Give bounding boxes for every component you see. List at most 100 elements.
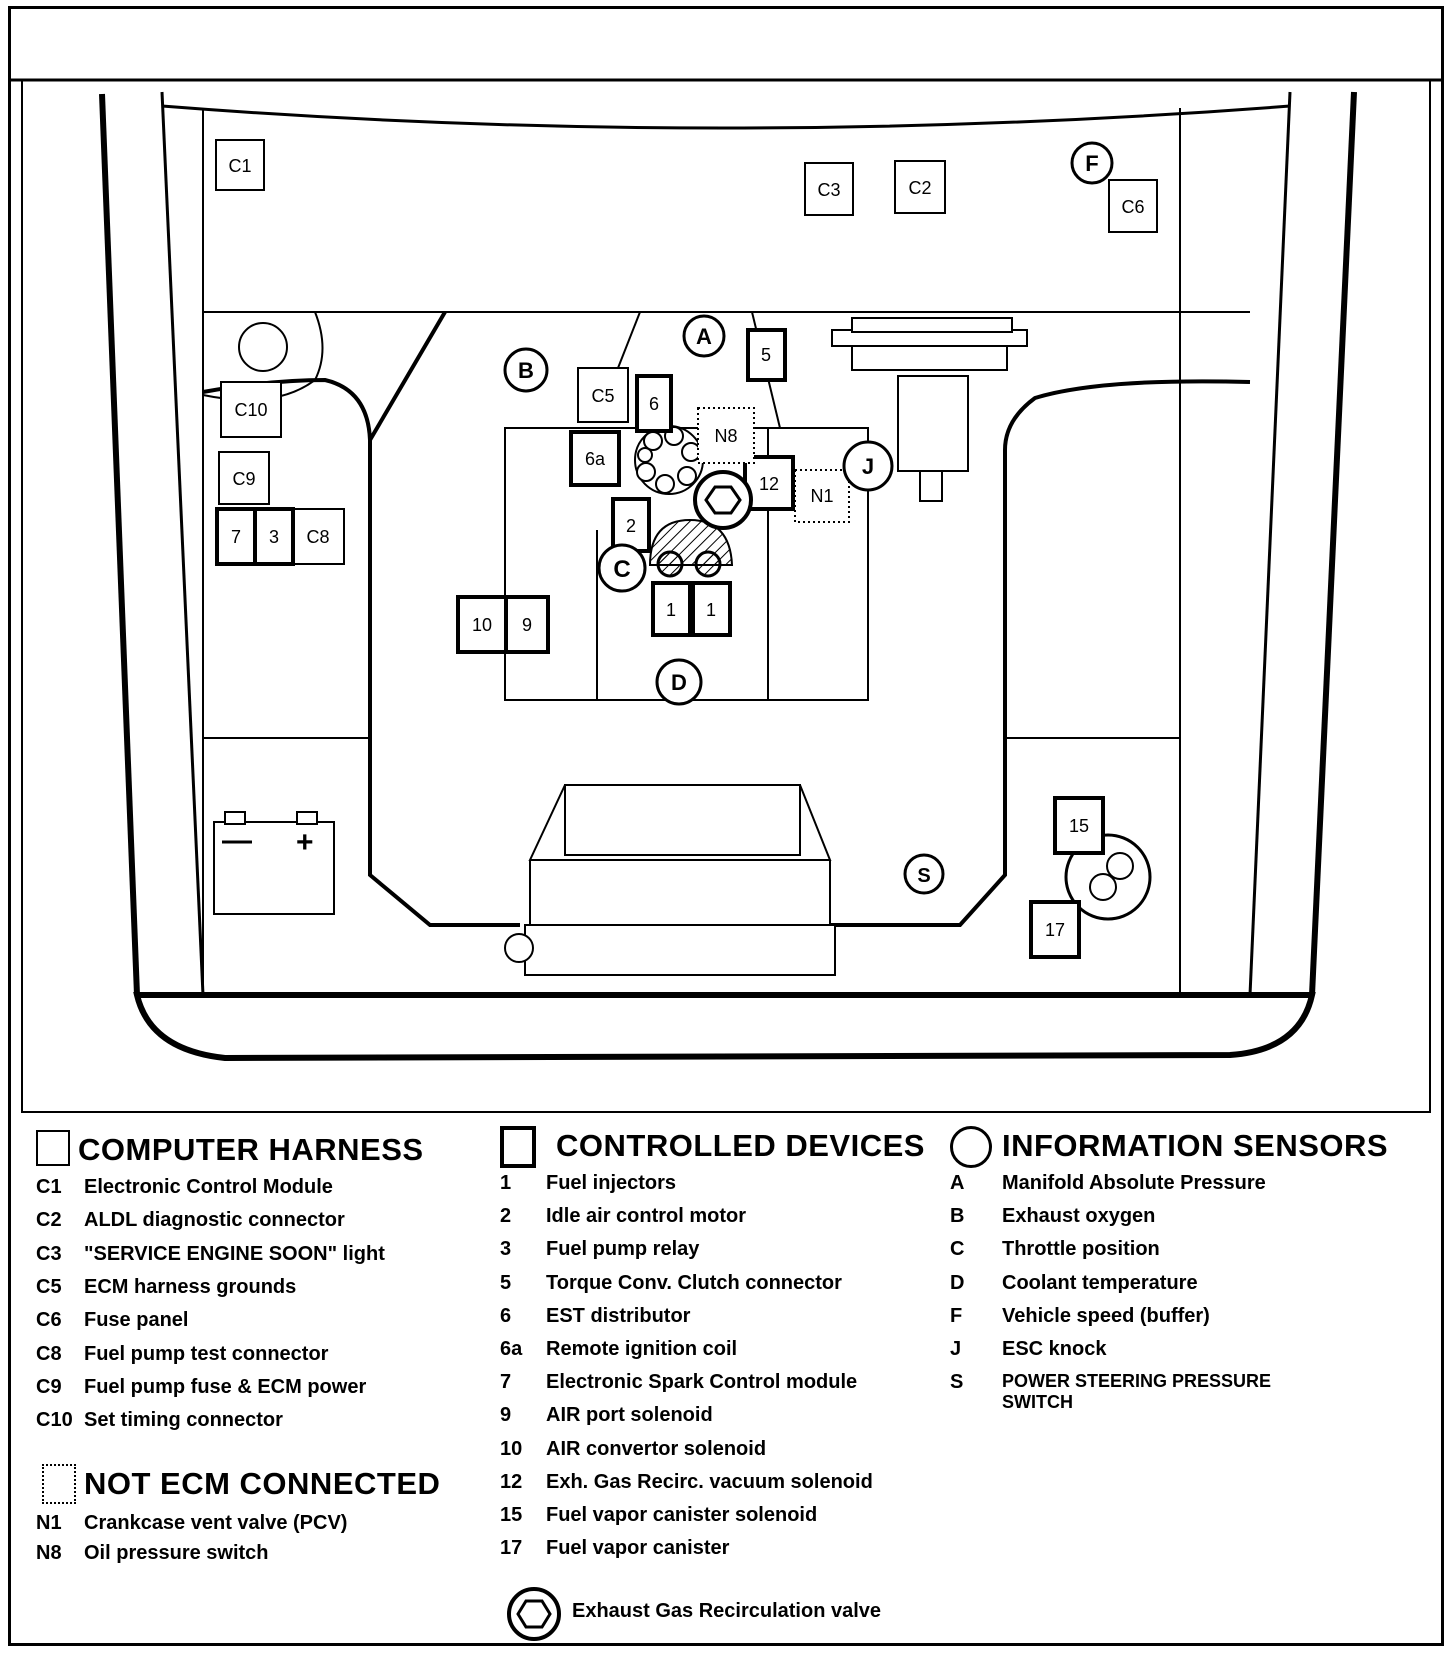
legend-title-not-ecm: NOT ECM CONNECTED [84, 1466, 441, 1501]
legend-not-ecm-connected: NOT ECM CONNECTED N1 Crankcase vent valve… [36, 1464, 466, 1584]
distributor-assembly [634, 425, 734, 578]
legend-item-code: C3 [36, 1242, 62, 1265]
svg-text:J: J [862, 454, 874, 479]
engine-compartment-diagram: — + C1 C3 C2 C6 C5 [11, 78, 1441, 1113]
device-1-right: 1 [691, 581, 732, 637]
svg-text:D: D [671, 670, 687, 695]
sensor-A: A [682, 314, 726, 358]
sensors-legend-symbol [950, 1126, 992, 1168]
legend-item-desc: Electronic Control Module [84, 1176, 333, 1198]
legend-item-code: A [950, 1172, 965, 1194]
legend-item-desc: Exhaust oxygen [1002, 1205, 1156, 1228]
vapor-canister-body [1064, 833, 1152, 921]
legend-title-computer-harness: COMPUTER HARNESS [78, 1132, 424, 1167]
harness-C6: C6 [1108, 179, 1158, 233]
air-intake-assembly [831, 317, 1028, 502]
svg-text:N1: N1 [810, 486, 833, 506]
svg-text:10: 10 [472, 615, 492, 635]
legend-item-desc: Throttle position [1002, 1238, 1160, 1261]
svg-text:3: 3 [269, 527, 279, 547]
sensor-F: F [1070, 141, 1114, 185]
legend-item-desc: ESC knock [1002, 1338, 1107, 1360]
diagram-border [21, 79, 1431, 1113]
legend-title-information-sensors: INFORMATION SENSORS [1002, 1128, 1389, 1163]
device-5: 5 [746, 328, 787, 382]
legend-item-code: 6 [500, 1304, 512, 1327]
svg-text:A: A [696, 324, 712, 349]
svg-text:7: 7 [231, 527, 241, 547]
legend-item-code: D [950, 1271, 965, 1294]
svg-text:S: S [917, 865, 930, 887]
svg-text:C2: C2 [908, 178, 931, 198]
svg-text:6a: 6a [585, 449, 606, 469]
legend-item-code: B [950, 1205, 965, 1228]
vehicle-body [99, 91, 1357, 1062]
svg-text:1: 1 [666, 600, 676, 620]
legend-item-code: 15 [500, 1504, 523, 1526]
legend-item-desc: "SERVICE ENGINE SOON" light [84, 1242, 385, 1265]
legend-item-desc: ECM harness grounds [84, 1275, 297, 1298]
legend-item-code: F [950, 1304, 963, 1327]
legend-item-desc: Exh. Gas Recirc. vacuum solenoid [546, 1470, 873, 1493]
legend-item-desc: Crankcase vent valve (PCV) [84, 1512, 348, 1534]
sensor-S: S [903, 853, 945, 895]
legend-item-desc: Fuel pump fuse & ECM power [84, 1375, 367, 1398]
legend-item-desc: Coolant temperature [1002, 1271, 1198, 1294]
legend-item-desc: Fuel vapor canister solenoid [546, 1504, 818, 1526]
sensor-B: B [503, 347, 549, 393]
svg-text:C: C [613, 556, 630, 583]
legend-item-code: N1 [36, 1512, 62, 1534]
legend-item-code: S [950, 1371, 964, 1394]
harness-C1: C1 [215, 139, 265, 191]
device-15: 15 [1053, 796, 1105, 855]
legend-item-desc: Oil pressure switch [84, 1542, 269, 1564]
egr-legend-symbol [506, 1586, 562, 1642]
not-ecm-N1: N1 [794, 469, 850, 523]
device-1-left: 1 [651, 581, 692, 637]
legend-item-code: 17 [500, 1537, 523, 1560]
svg-text:N8: N8 [714, 426, 737, 446]
device-3: 3 [253, 507, 295, 566]
legend-item-desc: ALDL diagnostic connector [84, 1209, 345, 1232]
legend-item-code: C2 [36, 1209, 62, 1232]
device-9: 9 [504, 595, 550, 654]
legend-item-code: 2 [500, 1205, 512, 1228]
svg-text:6: 6 [649, 394, 659, 414]
radiator-support [504, 784, 836, 976]
svg-text:5: 5 [761, 345, 771, 365]
svg-text:F: F [1085, 151, 1098, 176]
svg-text:C10: C10 [234, 400, 267, 420]
svg-text:9: 9 [522, 615, 532, 635]
device-7: 7 [215, 507, 257, 566]
harness-C10: C10 [220, 381, 282, 438]
sensor-D: D [655, 658, 703, 706]
legend-item-desc: Idle air control motor [546, 1205, 747, 1228]
sensor-C: C [597, 543, 647, 593]
legend-item-desc: Fuse panel [84, 1309, 189, 1332]
legend-item-desc: Torque Conv. Clutch connector [546, 1271, 842, 1294]
device-6: 6 [635, 374, 673, 433]
svg-text:1: 1 [706, 600, 716, 620]
svg-text:2: 2 [626, 516, 636, 536]
egr-legend-label: Exhaust Gas Recirculation valve [572, 1600, 882, 1622]
svg-text:C1: C1 [228, 156, 251, 176]
battery-minus-label: — [222, 824, 252, 857]
legend-item-code: C10 [36, 1409, 73, 1432]
not-ecm-N8: N8 [697, 407, 755, 464]
svg-text:12: 12 [759, 474, 779, 494]
svg-text:C8: C8 [306, 527, 329, 547]
legend-item-code: 5 [500, 1271, 512, 1294]
harness-C8: C8 [292, 508, 345, 565]
device-6a: 6a [569, 430, 621, 487]
harness-C5: C5 [577, 367, 629, 423]
legend-item-code: 9 [500, 1404, 512, 1427]
legend-item-desc: AIR convertor solenoid [546, 1437, 767, 1460]
device-2: 2 [611, 497, 651, 553]
legend-item-code: C9 [36, 1375, 62, 1398]
svg-text:15: 15 [1069, 816, 1089, 836]
svg-text:B: B [518, 358, 534, 383]
legend-item-code: 12 [500, 1470, 523, 1493]
egr-valve [693, 470, 753, 530]
